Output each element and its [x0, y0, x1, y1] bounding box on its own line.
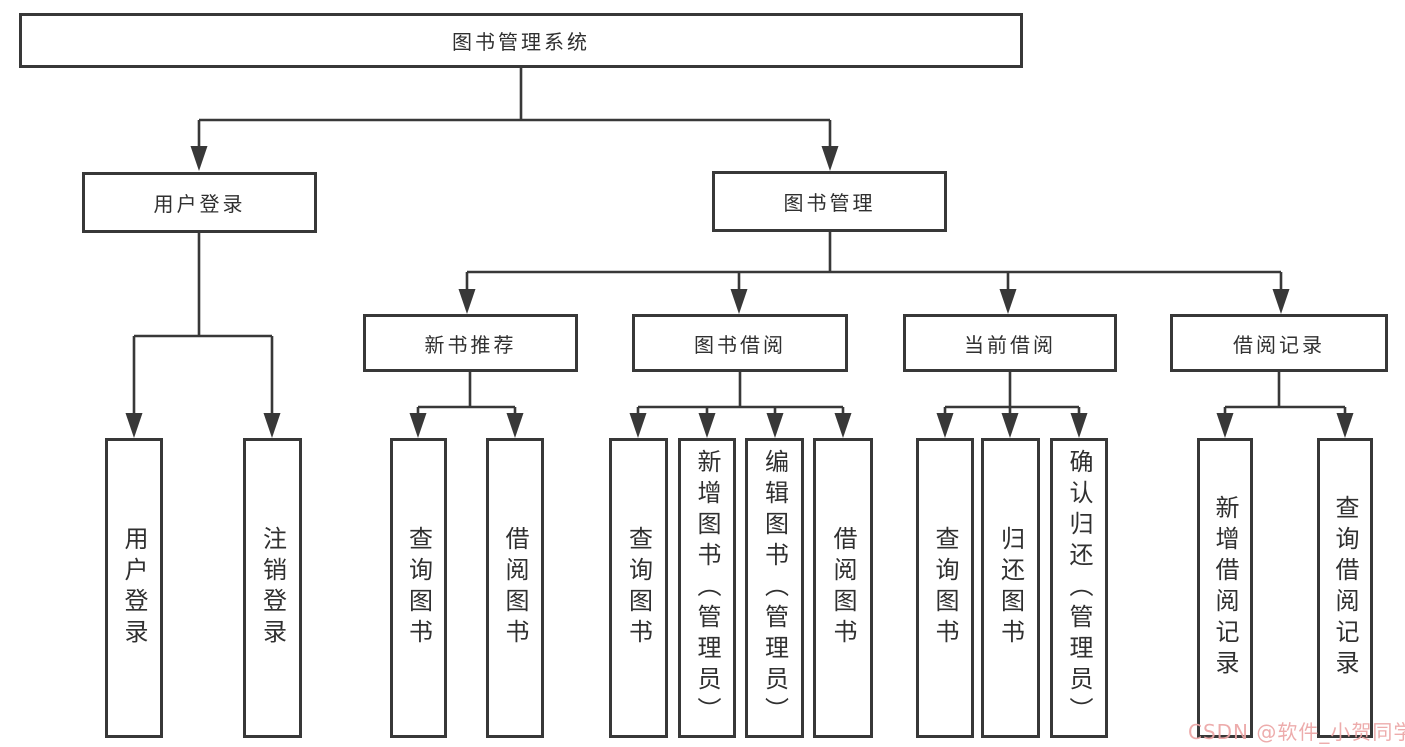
node-book-borrow: 图书借阅 — [632, 314, 848, 372]
node-book-borrow-label: 图书借阅 — [694, 332, 786, 357]
node-user-login: 用户登录 — [82, 172, 317, 233]
leaf-logout-label: 注销登录 — [258, 526, 287, 650]
leaf-borrow-borrow-books-label: 借阅图书 — [829, 526, 857, 650]
leaf-current-query-books-label: 查询图书 — [931, 526, 959, 650]
leaf-current-return-books-label: 归还图书 — [996, 526, 1025, 650]
leaf-newbook-borrow-books-label: 借阅图书 — [501, 526, 529, 650]
leaf-borrow-edit-books-admin-label: 编辑图书（管理员） — [760, 448, 789, 728]
node-book-management-label: 图书管理 — [783, 191, 876, 215]
node-borrow-records: 借阅记录 — [1170, 314, 1388, 372]
leaf-borrow-edit-books-admin: 编辑图书（管理员） — [745, 438, 804, 738]
leaf-user-login: 用户登录 — [105, 438, 163, 738]
leaf-borrow-query-books-label: 查询图书 — [624, 526, 653, 650]
node-new-book-recommend-label: 新书推荐 — [424, 332, 517, 357]
leaf-newbook-query-books-label: 查询图书 — [404, 526, 433, 650]
node-current-borrow-label: 当前借阅 — [964, 332, 1056, 357]
leaf-current-confirm-return-admin-label: 确认归还（管理员） — [1065, 448, 1093, 728]
csdn-watermark: CSDN @软件_小贺同学 — [1188, 720, 1405, 744]
leaf-user-login-label: 用户登录 — [120, 526, 148, 650]
leaf-current-confirm-return-admin: 确认归还（管理员） — [1050, 438, 1108, 738]
node-borrow-records-label: 借阅记录 — [1233, 332, 1325, 357]
node-root-label: 图书管理系统 — [452, 30, 590, 54]
leaf-records-query-record-label: 查询借阅记录 — [1331, 495, 1359, 681]
leaf-logout: 注销登录 — [243, 438, 302, 738]
leaf-borrow-add-books-admin: 新增图书（管理员） — [678, 438, 736, 738]
leaf-records-add-record-label: 新增借阅记录 — [1211, 495, 1239, 681]
node-root: 图书管理系统 — [19, 13, 1023, 68]
node-new-book-recommend: 新书推荐 — [363, 314, 578, 372]
node-current-borrow: 当前借阅 — [903, 314, 1117, 372]
leaf-records-add-record: 新增借阅记录 — [1197, 438, 1253, 738]
leaf-borrow-query-books: 查询图书 — [609, 438, 668, 738]
leaf-borrow-add-books-admin-label: 新增图书（管理员） — [693, 448, 721, 728]
leaf-current-query-books: 查询图书 — [916, 438, 974, 738]
leaf-records-query-record: 查询借阅记录 — [1317, 438, 1373, 738]
leaf-newbook-borrow-books: 借阅图书 — [486, 438, 544, 738]
node-user-login-label: 用户登录 — [153, 192, 246, 216]
leaf-borrow-borrow-books: 借阅图书 — [813, 438, 873, 738]
node-book-management: 图书管理 — [712, 171, 947, 232]
leaf-current-return-books: 归还图书 — [981, 438, 1040, 738]
leaf-newbook-query-books: 查询图书 — [390, 438, 447, 738]
